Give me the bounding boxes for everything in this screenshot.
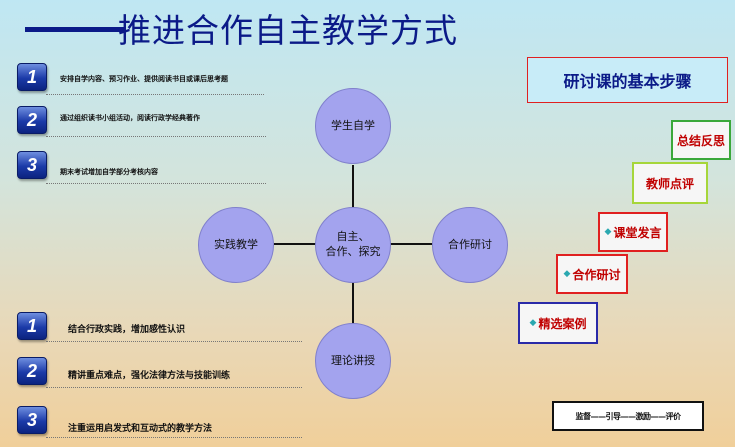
- bottom-list-text-2: 精讲重点难点，强化法律方法与技能训练: [68, 371, 231, 381]
- bottom-list-number-3: 3: [17, 406, 47, 434]
- bottom-list-number-1: 1: [17, 312, 47, 340]
- top-list-number-2: 2: [17, 106, 47, 134]
- step-label: 精选案例: [538, 316, 587, 331]
- diamond-icon: ◆: [604, 227, 612, 237]
- page-title: 推进合作自主教学方式: [118, 11, 458, 50]
- top-list-divider-2: [46, 136, 266, 137]
- step-teacher-comment: 教师点评: [632, 162, 708, 204]
- bottom-list-text-3: 注重运用启发式和互动式的教学方法: [68, 424, 213, 434]
- step-label: 合作研讨: [572, 267, 621, 282]
- step-label: 教师点评: [645, 176, 694, 191]
- bottom-list-number-2: 2: [17, 357, 47, 385]
- step-summary-reflection: 总结反思: [671, 120, 731, 160]
- bottom-list-text-1: 结合行政实践，增加感性认识: [68, 325, 186, 335]
- title-dash: [25, 27, 125, 32]
- top-list-text-3: 期末考试增加自学部分考核内容: [60, 168, 158, 176]
- step-label: 总结反思: [676, 133, 725, 148]
- top-list-text-2: 通过组织读书小组活动，阅读行政学经典著作: [60, 114, 200, 122]
- top-list-number-1: 1: [17, 63, 47, 91]
- diamond-icon: ◆: [529, 318, 537, 328]
- circle-cooperative-discussion: 合作研讨: [432, 207, 508, 283]
- step-class-speech: ◆ 课堂发言: [598, 212, 668, 252]
- step-select-cases: ◆ 精选案例: [518, 302, 598, 344]
- bottom-list-divider-2: [46, 387, 302, 388]
- circle-theory-lecture: 理论讲授: [315, 323, 391, 399]
- circle-center: 自主、 合作、探究: [315, 207, 391, 283]
- bottom-list-divider-3: [46, 437, 302, 438]
- diamond-icon: ◆: [563, 269, 571, 279]
- top-list-divider-1: [46, 94, 264, 95]
- step-label: 课堂发言: [613, 225, 662, 240]
- circle-student-self-study: 学生自学: [315, 88, 391, 164]
- steps-title: 研讨课的基本步骤: [527, 57, 728, 103]
- step-cooperative-discussion: ◆ 合作研讨: [556, 254, 628, 294]
- top-list-number-3: 3: [17, 151, 47, 179]
- top-list-text-1: 安排自学内容、预习作业、提供阅读书目或课后思考题: [60, 75, 228, 83]
- top-list-divider-3: [46, 183, 266, 184]
- supervision-chain-box: 监督——引导——激励——评价: [552, 401, 704, 431]
- bottom-list-divider-1: [46, 341, 302, 342]
- circle-practice-teaching: 实践教学: [198, 207, 274, 283]
